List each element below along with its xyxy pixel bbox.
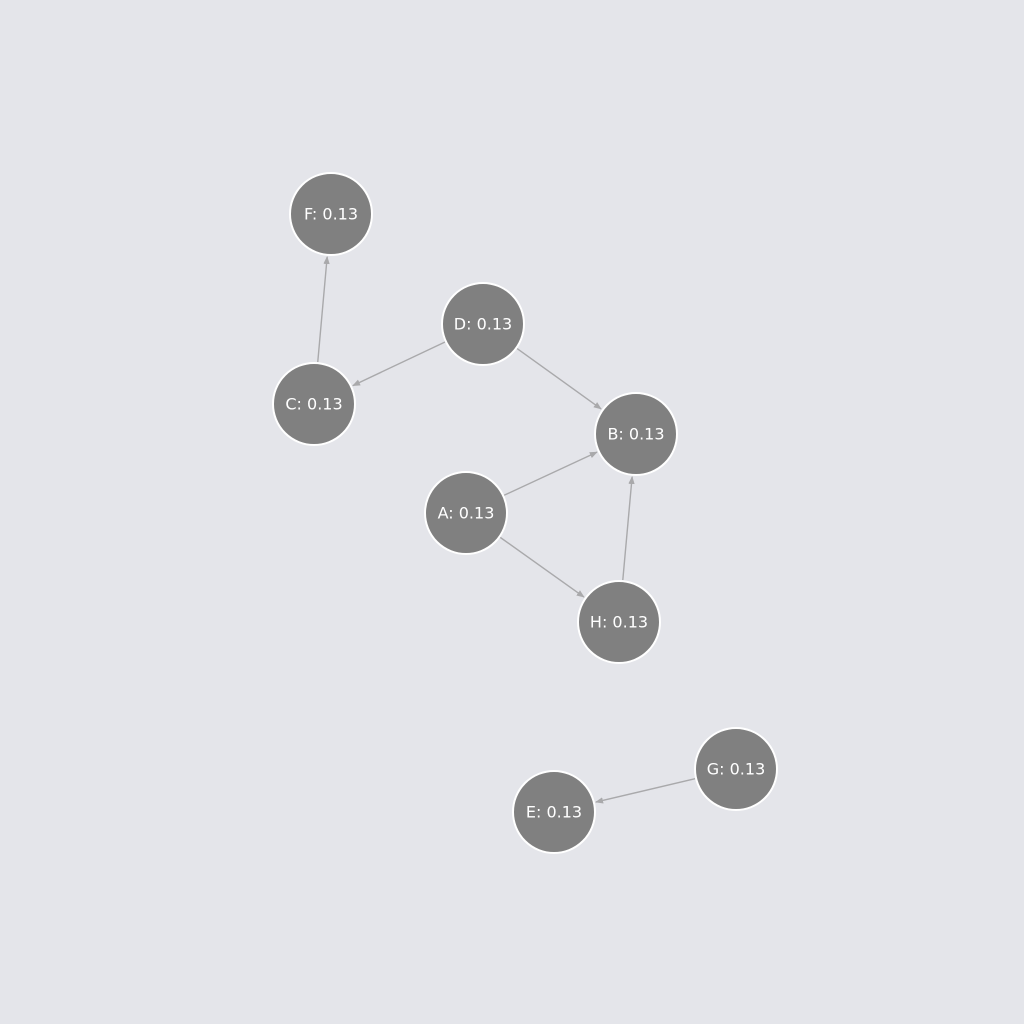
node-h[interactable]: H: 0.13 <box>577 580 661 664</box>
edge-g-to-e <box>595 777 696 804</box>
edge-h-to-b <box>622 476 635 581</box>
node-f-label: F: 0.13 <box>304 205 358 224</box>
node-g-circle[interactable] <box>694 727 778 811</box>
node-e[interactable]: E: 0.13 <box>512 770 596 854</box>
node-g[interactable]: G: 0.13 <box>694 727 778 811</box>
node-g-label: G: 0.13 <box>707 760 766 779</box>
node-b-circle[interactable] <box>594 392 678 476</box>
node-e-circle[interactable] <box>512 770 596 854</box>
node-f[interactable]: F: 0.13 <box>289 172 373 256</box>
node-d-label: D: 0.13 <box>454 315 512 334</box>
node-d[interactable]: D: 0.13 <box>441 282 525 366</box>
edges-layer <box>317 256 696 804</box>
edge-d-to-c <box>352 341 446 387</box>
node-d-circle[interactable] <box>441 282 525 366</box>
node-h-label: H: 0.13 <box>590 613 648 632</box>
node-e-label: E: 0.13 <box>526 803 582 822</box>
node-a-label: A: 0.13 <box>438 504 495 523</box>
node-c[interactable]: C: 0.13 <box>272 362 356 446</box>
node-h-circle[interactable] <box>577 580 661 664</box>
node-c-label: C: 0.13 <box>285 395 342 414</box>
edge-a-to-h <box>499 536 585 598</box>
edge-d-to-b <box>516 347 602 410</box>
node-a[interactable]: A: 0.13 <box>424 471 508 555</box>
edge-a-to-b <box>503 451 598 496</box>
node-b[interactable]: B: 0.13 <box>594 392 678 476</box>
node-c-circle[interactable] <box>272 362 356 446</box>
node-a-circle[interactable] <box>424 471 508 555</box>
node-b-label: B: 0.13 <box>607 425 664 444</box>
node-f-circle[interactable] <box>289 172 373 256</box>
edge-c-to-f <box>317 256 330 363</box>
nodes-layer: A: 0.13 B: 0.13 C: 0.13 D: 0.13 E: 0.13 F: 0.… <box>272 172 778 854</box>
